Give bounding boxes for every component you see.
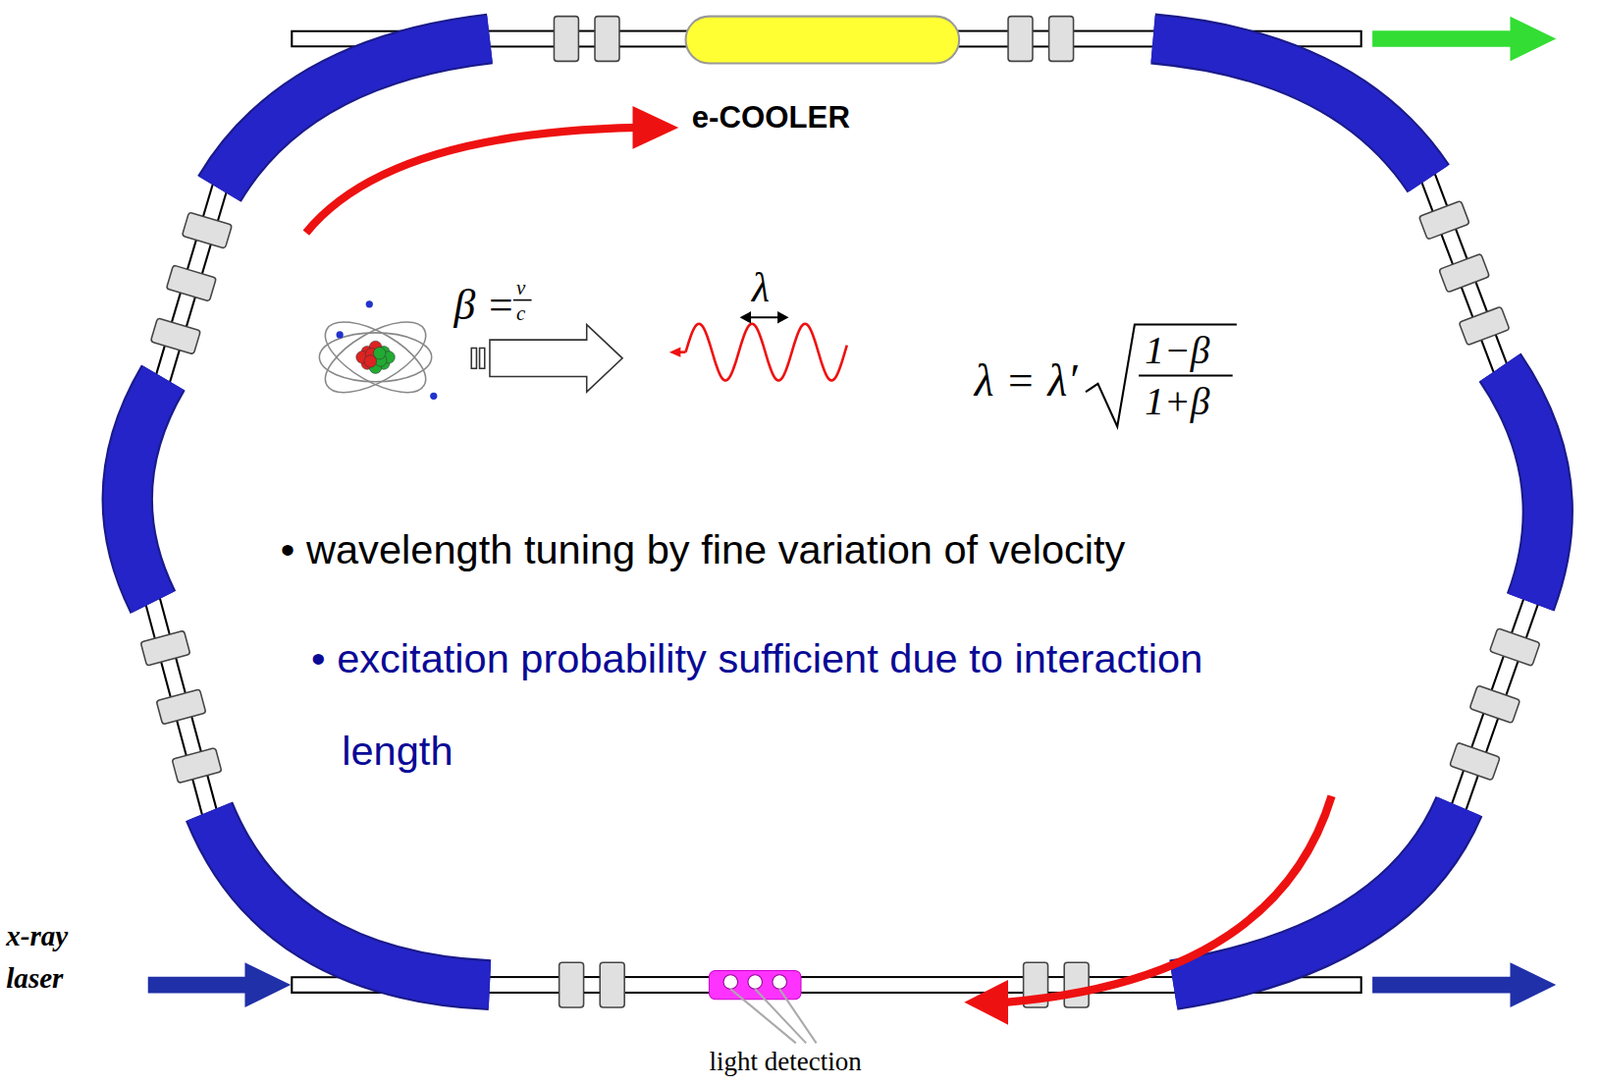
quadrupole-magnet <box>594 16 620 62</box>
quadrupole-magnet <box>1049 16 1074 62</box>
dipole-magnet <box>127 39 1548 986</box>
wavelength-marker <box>740 311 790 323</box>
quadrupole-magnet <box>1419 200 1471 240</box>
quadrupole-magnet <box>1439 253 1491 293</box>
quadrupole-magnet <box>599 961 625 1008</box>
formula-symbol: 1+β <box>1144 381 1210 422</box>
atom-icon <box>315 308 437 407</box>
quadrupole-magnets <box>140 16 1541 1008</box>
square-root-sign <box>1085 324 1237 427</box>
beam-arrows <box>148 16 1557 1008</box>
quadrupole-magnet <box>171 747 222 784</box>
bullet-text: • excitation probability sufficient due … <box>311 612 1261 797</box>
wavelength-symbol: λ <box>751 266 770 309</box>
velocity-arrow <box>471 324 623 393</box>
formula-symbol: c <box>516 303 526 324</box>
quadrupole-magnet <box>1458 306 1510 346</box>
formula-symbol: 1−β <box>1144 330 1210 371</box>
formula-symbol: λ′ <box>1048 359 1078 405</box>
electron <box>336 300 438 400</box>
formula-symbol: v <box>516 277 526 299</box>
cooler-label: e-COOLER <box>692 102 851 133</box>
quadrupole-magnet <box>1490 628 1541 667</box>
quadrupole-magnet <box>1469 685 1520 724</box>
laser-label: x-ray laser <box>5 913 108 1000</box>
light-wave <box>669 323 848 381</box>
bullet-text: • wavelength tuning by fine variation of… <box>280 528 1126 570</box>
detector-label: light detection <box>708 1049 861 1076</box>
light-detector <box>708 970 816 1044</box>
quadrupole-magnet <box>140 630 191 666</box>
quadrupole-magnet <box>559 961 585 1008</box>
quadrupole-magnet <box>156 689 207 725</box>
quadrupole-magnet <box>1449 742 1500 781</box>
quadrupole-magnet <box>150 318 201 355</box>
formula-symbol: β = <box>454 283 516 327</box>
nucleus <box>356 340 396 374</box>
quadrupole-magnet <box>165 265 216 302</box>
fraction-bar <box>513 299 533 302</box>
quadrupole-magnet <box>1008 16 1033 62</box>
nucleon <box>373 346 385 359</box>
electron-cooler <box>686 16 960 64</box>
quadrupole-magnet <box>553 16 579 62</box>
beam-pipe <box>127 39 1548 986</box>
formula-symbol: λ = <box>974 359 1036 405</box>
quadrupole-magnet <box>1064 961 1089 1008</box>
quadrupole-magnet <box>181 212 232 249</box>
